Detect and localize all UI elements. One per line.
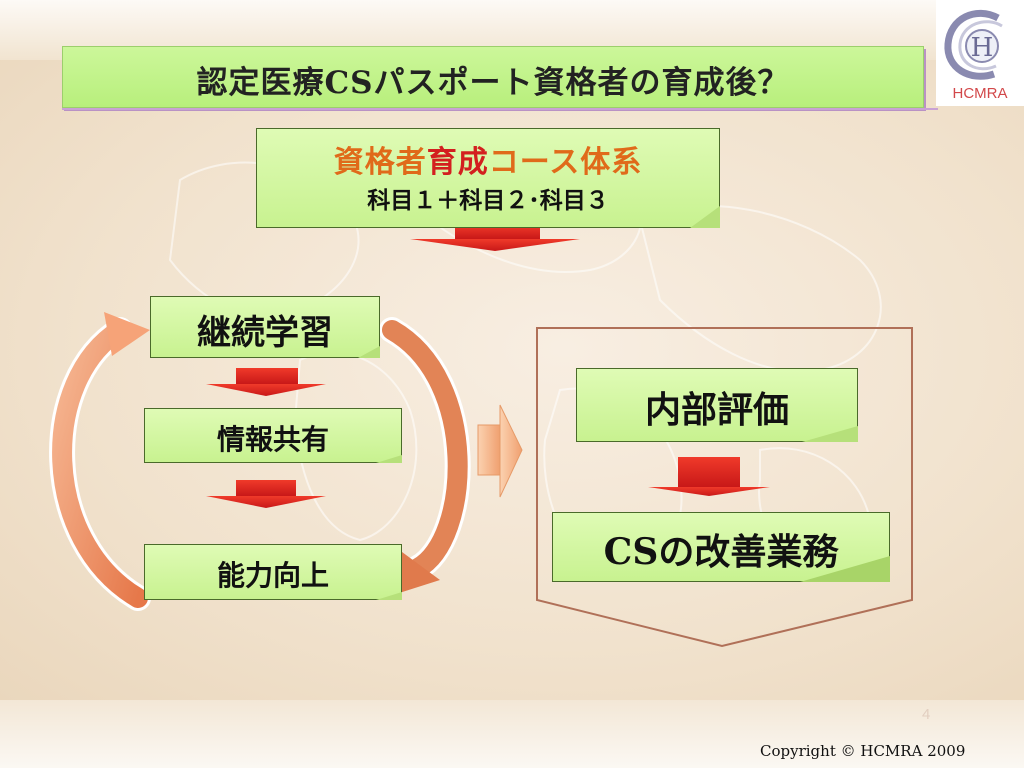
- right-arrow-to-outcome: [477, 404, 523, 498]
- page-fold: [802, 426, 858, 442]
- title-banner: 認定医療CSパスポート資格者の育成後？: [62, 46, 924, 108]
- outcome-step-1: 内部評価: [644, 390, 789, 431]
- slide-footer-background: [0, 700, 1024, 768]
- logo-text: HCMRA: [952, 85, 1008, 102]
- outcome-box-cs-improvement: CSの改善業務: [552, 512, 890, 582]
- page-fold: [376, 592, 402, 600]
- logo-letter: H: [971, 33, 994, 63]
- cycle-step-2: 情報共有: [216, 423, 329, 456]
- course-subjects: 科目１＋科目２･科目３: [367, 188, 609, 214]
- cycle-step-3: 能力向上: [216, 559, 329, 592]
- page-fold: [358, 346, 380, 358]
- cycle-box-capability-up: 能力向上: [144, 544, 402, 600]
- logo-emblem-icon: H: [944, 9, 1003, 80]
- cycle-arrow-right-down: [379, 317, 471, 594]
- cycle-step-1: 継続学習: [197, 313, 333, 353]
- down-arrow-cycle-1: [206, 368, 326, 396]
- slide-title: 認定医療CSパスポート資格者の育成後？: [196, 65, 790, 101]
- down-arrow-outcome: [648, 457, 770, 496]
- cycle-arrow-left-up: [49, 312, 151, 611]
- cycle-box-info-sharing: 情報共有: [144, 408, 402, 463]
- outcome-frame: [536, 327, 913, 648]
- course-title: 資格者育成コース体系: [333, 145, 643, 180]
- down-arrow-course: [410, 225, 580, 251]
- copyright: Copyright © HCMRA 2009: [760, 742, 966, 760]
- course-system-box: 資格者育成コース体系 科目１＋科目２･科目３: [256, 128, 720, 228]
- hcmra-logo: H HCMRA: [936, 0, 1024, 106]
- page-fold: [800, 556, 890, 582]
- down-arrow-cycle-2: [206, 480, 326, 508]
- page-fold: [376, 455, 402, 463]
- cycle-box-continuous-learning: 継続学習: [150, 296, 380, 358]
- title-underline: [62, 108, 938, 110]
- page-fold: [690, 206, 720, 228]
- page-number: 4: [922, 706, 931, 723]
- outcome-step-2: CSの改善業務: [603, 531, 839, 573]
- outcome-box-internal-eval: 内部評価: [576, 368, 858, 442]
